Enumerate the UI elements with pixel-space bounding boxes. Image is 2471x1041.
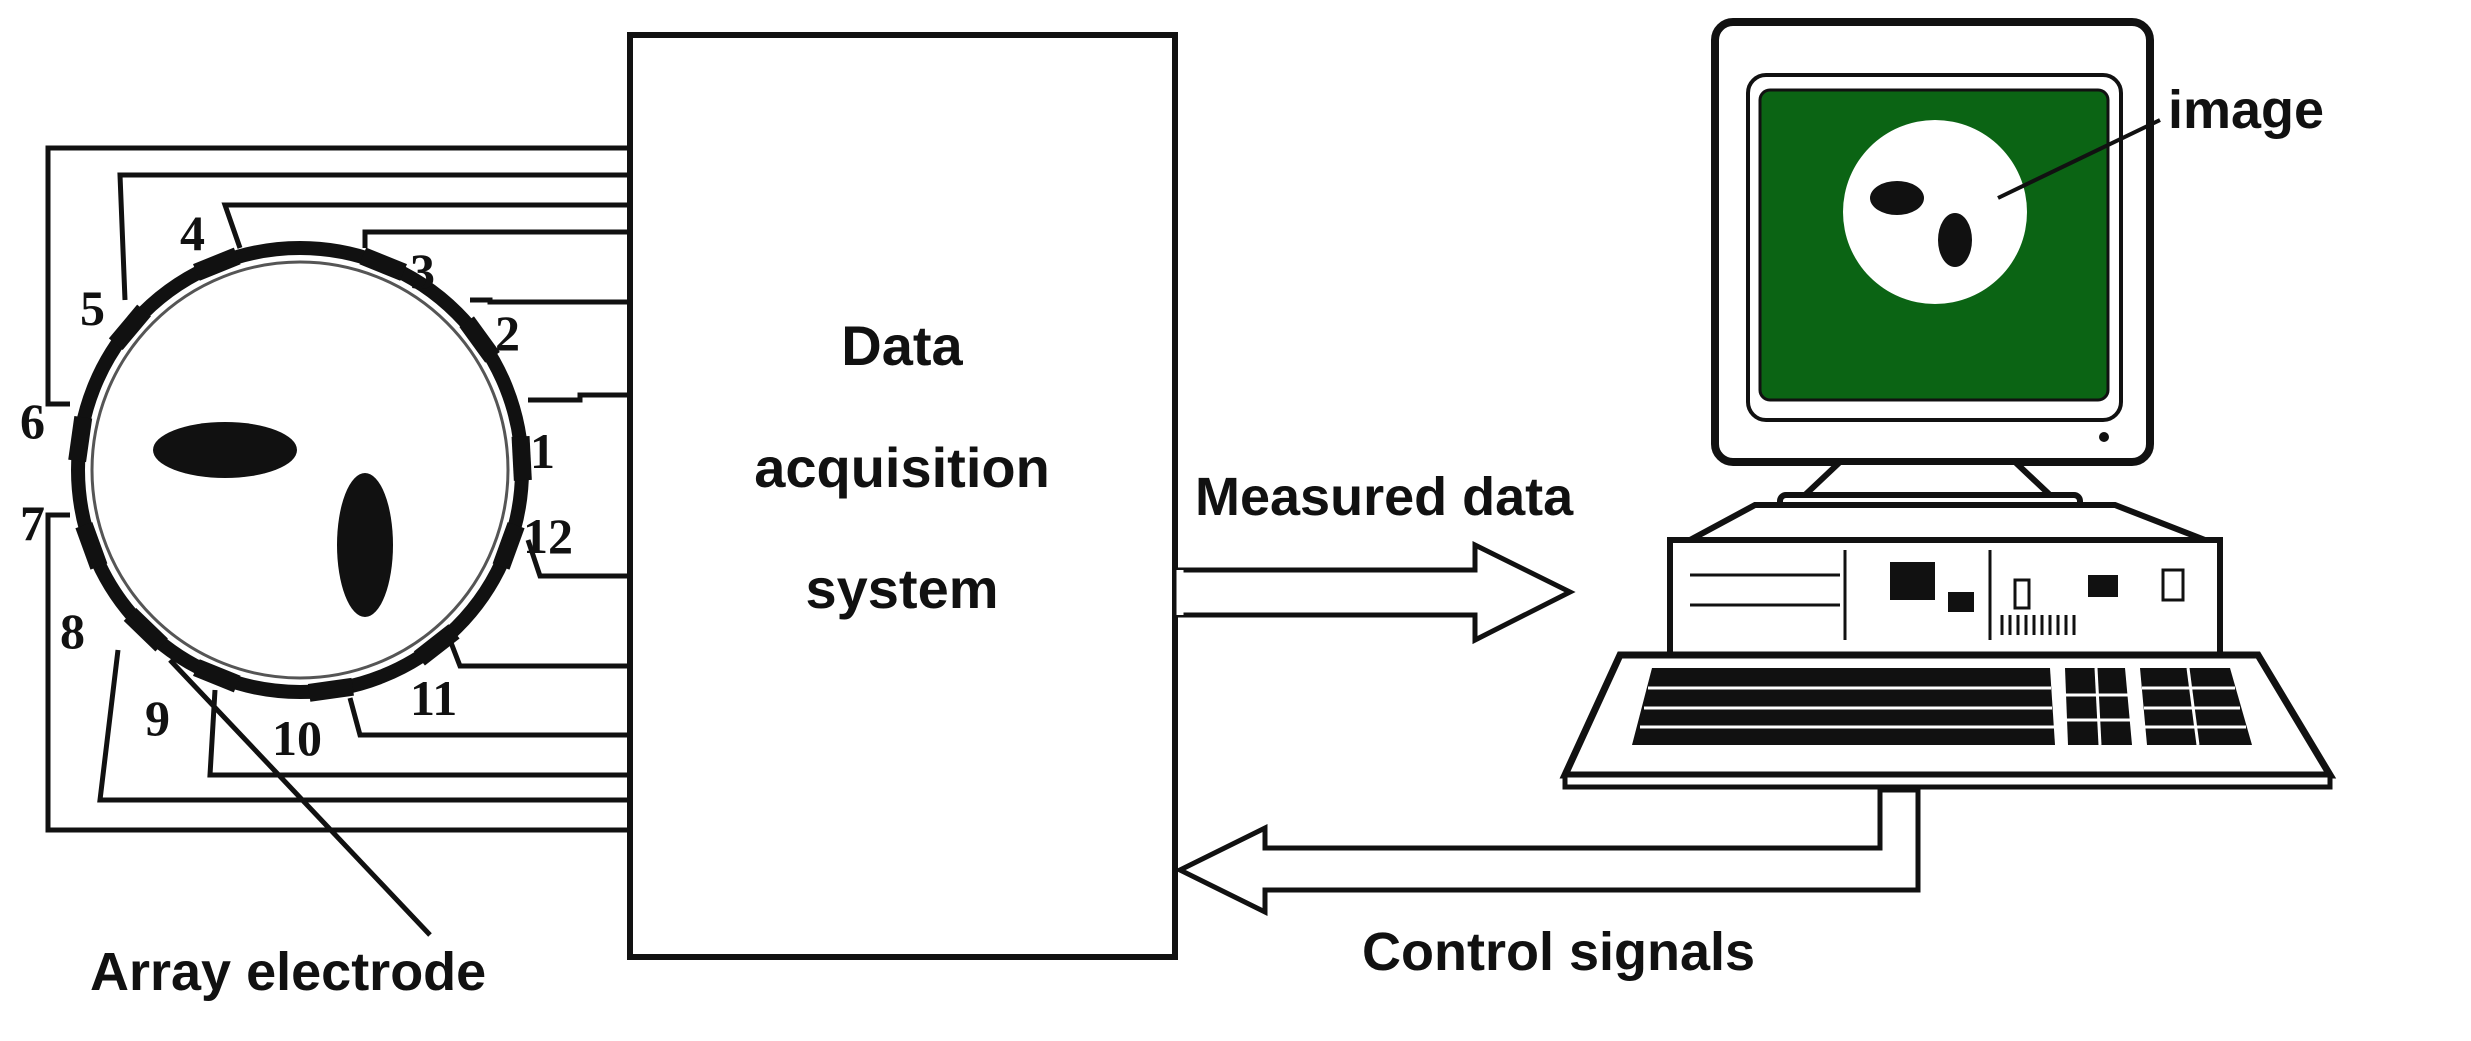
control-signals-label: Control signals [1362,922,1755,982]
electrode-pad-9 [193,659,241,693]
electrode-pad-3 [359,247,407,281]
daq-label-line1: Data [841,314,963,377]
electrode-pad-11 [413,624,460,666]
electrode-label-11: 11 [410,670,457,726]
desktop-computer-icon [1667,18,2223,658]
electrode-pad-4 [193,247,241,281]
measured-data-label: Measured data [1195,467,1574,527]
electrode-pad-6 [68,416,93,463]
daq-label-line3: system [805,557,998,620]
electrode-label-12: 12 [523,508,573,564]
electrode-pad-10 [307,677,354,702]
electrode-label-5: 5 [80,280,105,336]
electrode-pad-8 [123,607,168,652]
measured-data-arrow [1176,540,1576,645]
electrode-label-1: 1 [530,423,555,479]
image-label: image [2168,80,2324,140]
keyboard-icon [1559,651,2337,790]
array-electrode-label: Array electrode [90,942,486,1002]
array-electrode-leader [168,658,432,937]
inclusion-horizontal [153,422,297,478]
electrode-pads [68,247,532,702]
electrode-pad-2 [459,316,500,363]
electrode-wires [45,145,630,833]
electrode-label-3: 3 [410,243,435,299]
electrode-label-6: 6 [20,393,45,449]
image-leader [1997,118,2161,200]
data-acquisition-system: Data acquisition system [627,32,1178,960]
electrode-label-10: 10 [272,710,322,766]
electrode-pad-12 [492,522,525,570]
inclusion-vertical [337,473,393,617]
electrode-labels: 1 2 3 4 5 6 7 8 9 10 11 12 [20,205,573,766]
reconstructed-image-disc [1843,120,2027,304]
control-signals-arrow [1174,787,1921,917]
electrode-label-9: 9 [145,690,170,746]
electrode-pad-7 [75,522,108,570]
electrode-label-2: 2 [495,305,520,361]
electrode-pad-5 [108,304,151,350]
electrode-pad-1 [511,435,532,481]
electrode-label-7: 7 [20,495,45,551]
electrode-label-8: 8 [60,603,85,659]
daq-label-line2: acquisition [754,436,1050,499]
electrode-label-4: 4 [180,205,205,261]
array-electrode-ring [68,241,532,702]
